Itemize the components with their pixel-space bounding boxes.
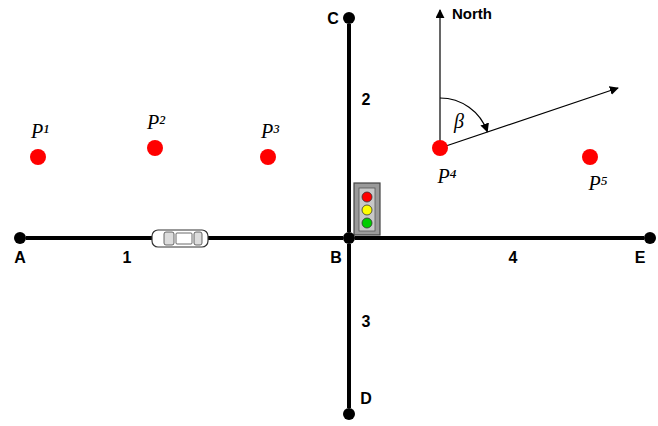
north-label: North — [452, 6, 492, 21]
intersection-node: B — [343, 232, 355, 244]
road-endpoint: D — [343, 408, 355, 420]
road-number: 4 — [509, 250, 518, 266]
red-dot — [432, 140, 448, 156]
measurement-point: P² — [147, 140, 163, 156]
dot-shape — [343, 408, 355, 420]
road-segment — [347, 244, 351, 408]
yellow-lamp — [362, 205, 372, 215]
measurement-point: P⁵ — [582, 149, 598, 165]
road-endpoint: A — [14, 232, 26, 244]
measurement-point: P⁴ — [432, 140, 448, 156]
car-window — [164, 232, 174, 245]
dot-shape — [30, 149, 46, 165]
point-label: P⁵ — [588, 173, 607, 193]
north-arrow — [439, 10, 440, 148]
traffic-light-housing — [354, 183, 380, 235]
black-dot — [343, 12, 355, 24]
car-roof — [176, 233, 192, 244]
car-window — [194, 232, 202, 245]
measurement-point: P¹ — [30, 149, 46, 165]
road-endpoint: C — [343, 12, 355, 24]
angle-label: β — [454, 111, 464, 131]
dot-shape — [14, 232, 26, 244]
car-body — [152, 230, 208, 247]
traffic-light-panel — [359, 188, 375, 231]
red-dot — [147, 140, 163, 156]
road-segment — [355, 236, 644, 240]
node-letter: B — [330, 250, 342, 266]
dot-shape — [260, 149, 276, 165]
red-dot — [260, 149, 276, 165]
heading-arrow — [440, 88, 618, 148]
node-letter: E — [635, 250, 646, 266]
dot-shape — [343, 12, 355, 24]
node-letter: C — [327, 11, 339, 27]
traffic-light — [354, 183, 380, 235]
road-endpoint: E — [644, 232, 656, 244]
dot-shape — [644, 232, 656, 244]
red-dot — [30, 149, 46, 165]
black-dot — [343, 232, 355, 244]
node-letter: A — [14, 250, 26, 266]
point-label: P¹ — [31, 121, 49, 141]
dot-shape — [343, 232, 355, 244]
angle-arc — [440, 98, 487, 132]
dot-shape — [432, 140, 448, 156]
point-label: P³ — [261, 121, 279, 141]
dot-shape — [582, 149, 598, 165]
point-label: P⁴ — [437, 166, 456, 186]
dot-shape — [147, 140, 163, 156]
node-letter: D — [360, 391, 372, 407]
black-dot — [644, 232, 656, 244]
green-lamp — [362, 218, 372, 228]
point-label: P² — [147, 112, 165, 132]
red-lamp — [362, 192, 372, 202]
road-number: 1 — [123, 250, 132, 266]
measurement-point: P³ — [260, 149, 276, 165]
road-number: 2 — [362, 92, 371, 108]
red-dot — [582, 149, 598, 165]
car-icon — [152, 230, 208, 247]
black-dot — [14, 232, 26, 244]
black-dot — [343, 408, 355, 420]
road-segment — [347, 24, 351, 232]
road-number: 3 — [362, 314, 371, 330]
